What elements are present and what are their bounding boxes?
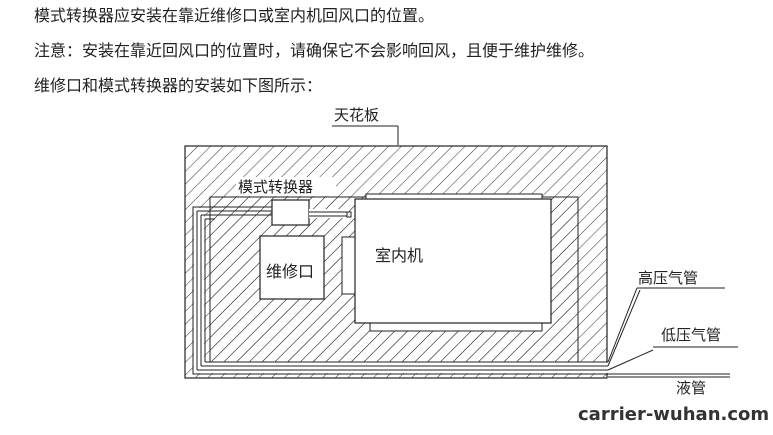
instruction-line-2-note: 注意：安装在靠近回风口的位置时，请确保它不会影响回风，且便于维护维修。 — [34, 41, 595, 60]
indoor-unit-bottom-flange — [369, 322, 543, 332]
mode-converter-label: 模式转换器 — [238, 178, 313, 196]
pipe-label-high-pressure-gas: 高压气管 — [638, 269, 698, 287]
outgoing-pipes — [607, 287, 738, 378]
instruction-line-3: 维修口和模式转换器的安装如下图所示： — [34, 76, 323, 95]
pipe-label-liquid: 液管 — [676, 379, 706, 397]
access-panel — [259, 235, 325, 300]
access-panel-label: 维修口 — [266, 262, 314, 281]
watermark-text: carrier-wuhan.com — [578, 404, 769, 425]
instruction-line-1: 模式转换器应安装在靠近维修口或室内机回风口的位置。 — [34, 6, 435, 25]
indoor-unit — [354, 198, 552, 324]
indoor-unit-label: 室内机 — [375, 246, 423, 265]
indoor-unit-side-box — [341, 236, 357, 295]
ceiling-label: 天花板 — [334, 106, 379, 124]
mode-converter-box — [271, 199, 310, 226]
pipe-label-low-pressure-gas: 低压气管 — [661, 326, 721, 344]
